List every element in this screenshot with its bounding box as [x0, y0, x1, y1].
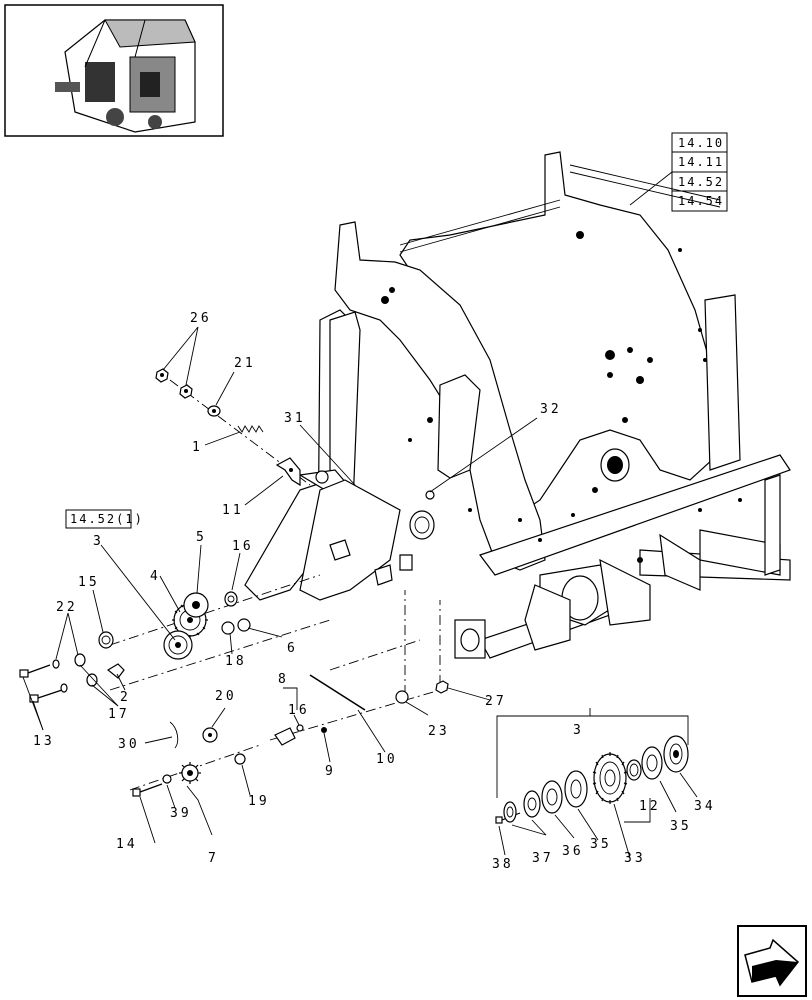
gear-ref: 14.52(1)	[70, 512, 144, 526]
callout-34: 34	[694, 799, 716, 814]
callout-1: 1	[192, 440, 203, 455]
callout-32: 32	[540, 402, 562, 417]
callout-33: 33	[624, 851, 646, 866]
callout-35b: 35	[670, 819, 692, 834]
washer-23	[395, 690, 409, 704]
arm-8	[274, 727, 296, 746]
spring-26-21-1	[155, 368, 301, 487]
sprocket-7	[179, 762, 201, 784]
callout-23: 23	[428, 724, 450, 739]
frame-ref-2: 14.11	[678, 155, 724, 169]
callout-35: 35	[590, 837, 612, 852]
bushing-16b	[296, 724, 304, 732]
sprocket-3	[163, 630, 193, 660]
washer-18b	[237, 618, 251, 632]
callout-14: 14	[116, 837, 138, 852]
bolts-13	[19, 664, 63, 703]
callout-7: 7	[208, 851, 219, 866]
washer-15	[98, 631, 114, 649]
callout-38: 38	[492, 857, 514, 872]
frame-reference-box[interactable]: 14.10 14.11 14.52 14.54	[629, 132, 728, 212]
bracket-11	[275, 457, 301, 487]
gear-reference-box[interactable]: 14.52(1)	[65, 509, 144, 529]
exploded-sprocket-3	[495, 708, 689, 824]
sprocket-assembly-3	[19, 591, 251, 703]
callout-4: 4	[150, 569, 161, 584]
bolt-14	[132, 783, 163, 797]
washer-19	[234, 753, 246, 765]
callout-30: 30	[118, 737, 140, 752]
washers-17-22	[52, 653, 98, 693]
callout-8: 8	[278, 672, 289, 687]
bushing-9	[321, 727, 327, 733]
callout-10: 10	[376, 752, 398, 767]
callout-11: 11	[222, 503, 244, 518]
lower-idler-parts	[132, 674, 449, 797]
callout-21: 21	[234, 356, 256, 371]
drive-shaft-housing	[454, 448, 701, 659]
bushing-39	[162, 774, 172, 784]
callout-2: 2	[120, 690, 131, 705]
callout-27: 27	[485, 694, 507, 709]
rod-10	[309, 674, 366, 711]
washer-16	[224, 591, 238, 607]
frame-holes	[381, 231, 742, 563]
callout-labels: 26 21 1 11 31 32 3 5 4 16 15 22 6 18 2 1…	[33, 311, 716, 872]
callout-3b: 3	[573, 723, 584, 738]
leader-lines	[22, 326, 698, 859]
spring-1	[237, 425, 264, 433]
callout-13: 13	[33, 734, 55, 749]
nut-27	[435, 680, 449, 694]
callout-18: 18	[225, 654, 247, 669]
frame-ref-3: 14.52	[678, 175, 724, 189]
callout-31: 31	[284, 411, 306, 426]
callout-17: 17	[108, 707, 130, 722]
sprocket-5	[183, 592, 209, 618]
callout-16: 16	[232, 539, 254, 554]
callout-37: 37	[532, 851, 554, 866]
callout-9: 9	[325, 764, 336, 779]
callout-26: 26	[190, 311, 212, 326]
washer-18a	[221, 621, 235, 635]
plate-2	[106, 663, 125, 679]
callout-15: 15	[78, 575, 100, 590]
callout-39: 39	[170, 806, 192, 821]
baler-overview-thumbnail[interactable]	[4, 4, 224, 137]
callout-6: 6	[287, 641, 298, 656]
callout-36: 36	[562, 844, 584, 859]
callout-19: 19	[248, 794, 270, 809]
callout-12: 12	[639, 799, 661, 814]
callout-20: 20	[215, 689, 237, 704]
frame-ref-1: 14.10	[678, 136, 724, 150]
callout-22: 22	[56, 600, 78, 615]
assembly-lines	[109, 379, 441, 791]
sprocket-33	[592, 752, 628, 804]
baler-frame	[244, 151, 791, 659]
pin-30	[169, 721, 179, 749]
callout-5: 5	[196, 530, 207, 545]
callout-16b: 16	[288, 703, 310, 718]
callout-3: 3	[93, 534, 104, 549]
next-page-arrow-icon[interactable]	[737, 925, 807, 997]
